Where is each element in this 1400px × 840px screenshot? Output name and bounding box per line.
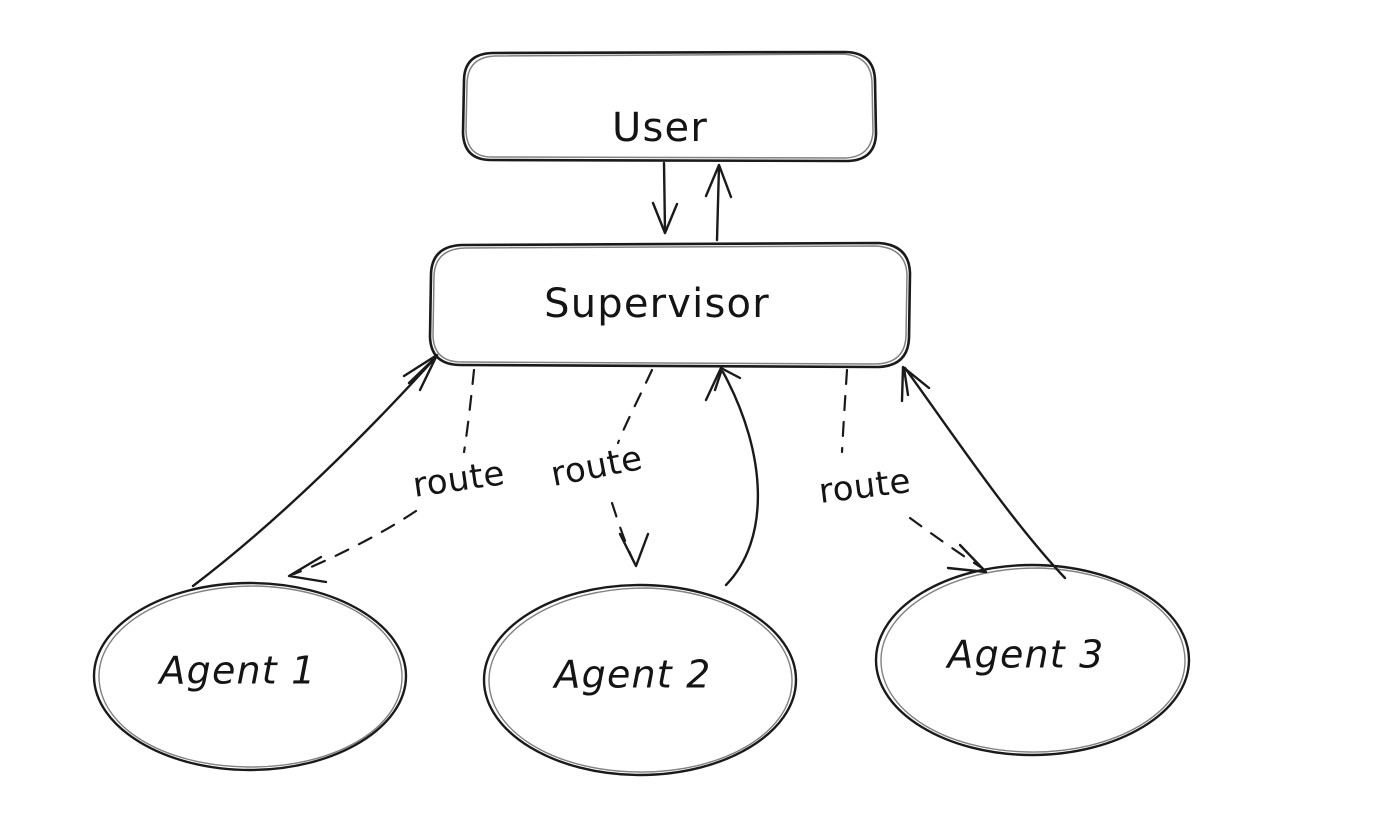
edge-label-route-3: route <box>817 461 914 512</box>
edge-supervisor-to-agent-3-arrowhead <box>946 543 988 574</box>
edge-supervisor-to-agent-1 <box>287 368 476 584</box>
edge-supervisor-to-agent-3-stem <box>840 368 849 454</box>
edge-agent-2-to-supervisor-arrowhead <box>704 366 742 402</box>
node-user[interactable]: User <box>461 50 878 163</box>
agent-1-ellipse-sketch-overlay <box>98 585 403 768</box>
user-box-sketch-overlay <box>465 53 874 159</box>
edge-supervisor-to-agent-2-arrowhead <box>618 532 650 568</box>
edge-agent-1-to-supervisor-line <box>191 355 438 588</box>
edge-supervisor-to-user <box>704 163 733 242</box>
supervisor-box-shape <box>428 241 912 369</box>
edge-supervisor-to-agent-2-stem <box>616 368 654 445</box>
edge-supervisor-to-user-arrowhead <box>704 163 733 199</box>
node-supervisor[interactable]: Supervisor <box>428 241 912 369</box>
edge-agent-3-to-supervisor-arrowhead-stroke <box>902 366 910 397</box>
edge-supervisor-to-agent-3-line <box>908 516 984 570</box>
agent-2-label: Agent 2 <box>551 653 711 697</box>
edge-supervisor-to-agent-2 <box>610 368 654 568</box>
edge-user-to-supervisor <box>651 161 679 235</box>
edge-supervisor-to-agent-1-stem <box>462 368 476 454</box>
route-label-3-text: route <box>817 461 914 512</box>
supervisor-label: Supervisor <box>544 281 770 327</box>
agent-3-label: Agent 3 <box>944 633 1104 677</box>
agent-3-ellipse-sketch-overlay <box>880 567 1186 753</box>
edge-agent-1-to-supervisor-arrowhead-stroke <box>407 354 439 385</box>
node-agent-2[interactable]: Agent 2 <box>482 583 798 777</box>
edge-agent-3-to-supervisor <box>900 365 1067 580</box>
supervisor-box-sketch-overlay <box>432 245 908 365</box>
edge-supervisor-to-agent-1-line <box>292 509 418 576</box>
node-agent-1[interactable]: Agent 1 <box>92 581 408 772</box>
agent-1-label: Agent 1 <box>156 649 316 693</box>
agent-2-ellipse-sketch-overlay <box>488 587 793 773</box>
agent-1-ellipse-shape <box>92 581 408 772</box>
route-label-1-text: route <box>410 453 507 505</box>
agent-2-ellipse-shape <box>482 583 798 777</box>
edge-agent-2-to-supervisor <box>704 366 760 587</box>
edge-user-to-supervisor-arrowhead <box>651 201 679 235</box>
edge-label-route-1: route <box>410 453 507 505</box>
edge-agent-3-to-supervisor-arrowhead <box>900 365 931 403</box>
node-agent-3[interactable]: Agent 3 <box>874 563 1191 757</box>
edge-user-to-supervisor-line <box>662 161 667 233</box>
edge-agent-2-to-supervisor-arrowhead-stroke <box>713 367 724 392</box>
agent-3-ellipse-shape <box>874 563 1191 757</box>
edge-supervisor-to-agent-1-arrowhead <box>287 555 328 584</box>
edge-label-route-2: route <box>548 438 646 495</box>
edge-supervisor-to-user-line <box>715 164 721 242</box>
route-label-2-text: route <box>548 438 646 495</box>
edge-agent-3-to-supervisor-line <box>903 366 1067 580</box>
edge-agent-2-to-supervisor-line <box>721 370 760 587</box>
user-label: User <box>612 105 708 151</box>
edge-supervisor-to-agent-3 <box>840 368 988 574</box>
user-box-shape <box>461 50 878 163</box>
edge-agent-1-to-supervisor <box>191 353 439 588</box>
